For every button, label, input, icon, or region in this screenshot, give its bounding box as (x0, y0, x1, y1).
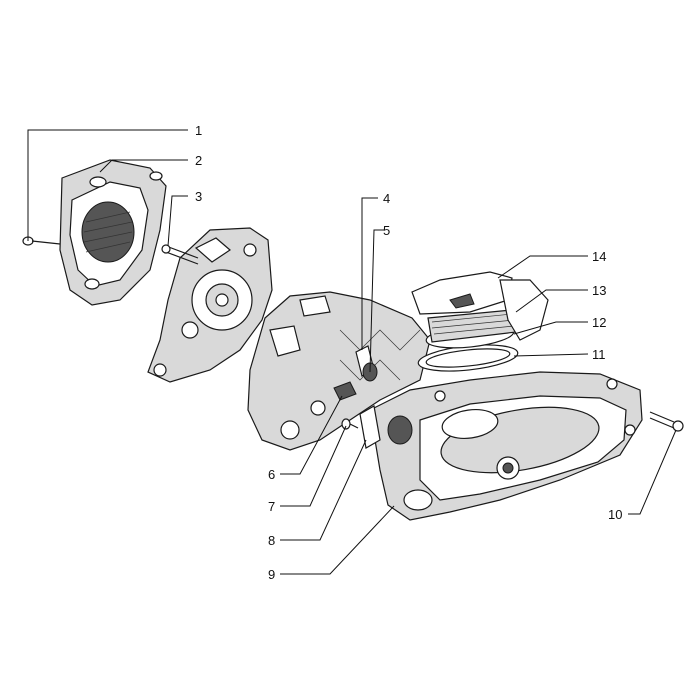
filter-housing (411, 271, 549, 341)
fan-cover-grille (81, 201, 135, 263)
leader-10 (628, 429, 677, 515)
fan-cover (59, 159, 167, 306)
leader-lines (27, 129, 677, 575)
leader-5 (369, 229, 384, 373)
callout-6: 6 (268, 467, 275, 482)
leader-7 (280, 425, 347, 507)
callout-7: 7 (268, 499, 275, 514)
crankcase-left (147, 227, 273, 383)
callout-labels: 1 2 3 4 5 6 7 8 9 10 11 12 13 14 (195, 123, 622, 582)
transmission-cover (369, 371, 643, 521)
dowel-pin (341, 418, 359, 430)
transmission-cover-gasket (359, 405, 381, 449)
leader-12 (513, 321, 588, 335)
leader-3 (167, 195, 188, 247)
leader-13 (515, 289, 588, 313)
leader-8 (280, 439, 367, 541)
leader-4 (361, 197, 378, 350)
callout-2: 2 (195, 153, 202, 168)
leader-11 (513, 353, 589, 357)
leader-2 (99, 159, 188, 173)
callout-5: 5 (383, 223, 390, 238)
filter-element (427, 309, 517, 343)
leader-14 (497, 255, 588, 279)
leader-9 (280, 505, 395, 575)
callout-8: 8 (268, 533, 275, 548)
cover-screw (649, 411, 684, 432)
callout-14: 14 (592, 249, 606, 264)
callout-4: 4 (383, 191, 390, 206)
callout-10: 10 (608, 507, 622, 522)
callout-13: 13 (592, 283, 606, 298)
crankcase-screw (161, 244, 199, 265)
callout-3: 3 (195, 189, 202, 204)
rubber-block (333, 381, 357, 401)
fan-cover-screw (22, 236, 61, 246)
callout-12: 12 (592, 315, 606, 330)
callout-9: 9 (268, 567, 275, 582)
leader-1 (27, 129, 188, 241)
engine-block (247, 291, 431, 451)
callout-11: 11 (592, 347, 606, 362)
callout-1: 1 (195, 123, 202, 138)
leader-6 (280, 395, 343, 475)
